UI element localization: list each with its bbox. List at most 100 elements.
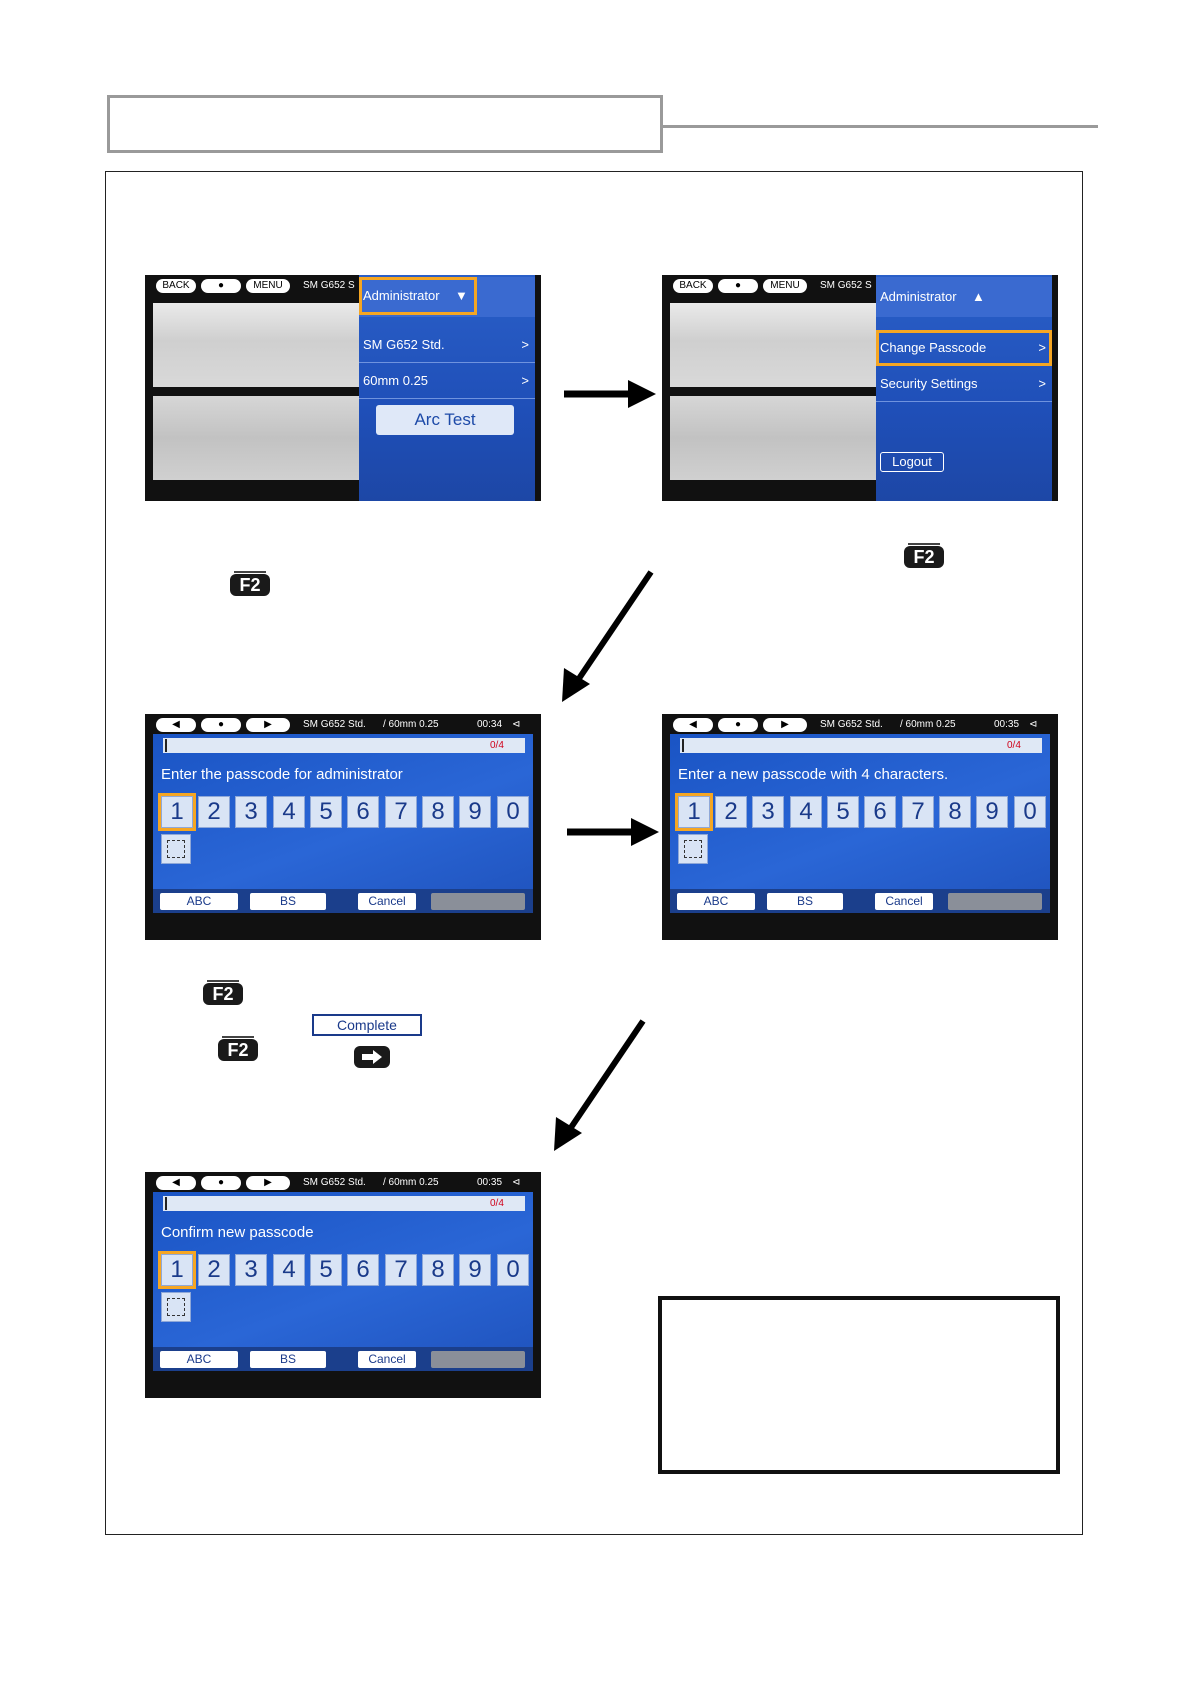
passcode-input[interactable]: [680, 738, 1042, 753]
key-4[interactable]: 4: [790, 796, 822, 828]
menu-panel: Administrator ▼ SM G652 Std. > 60mm 0.25…: [359, 275, 535, 501]
key-8[interactable]: 8: [422, 1254, 454, 1286]
chevron-right-icon: >: [1038, 376, 1046, 391]
battery-icon: ⊲: [1029, 719, 1038, 730]
key-6[interactable]: 6: [347, 796, 379, 828]
screen-enter-passcode: ◀ ● ▶ SM G652 Std. / 60mm 0.25 00:34 ⊲ 0…: [145, 714, 541, 940]
left-arrow-button[interactable]: ◀: [673, 718, 713, 732]
key-1[interactable]: 1: [675, 793, 713, 831]
right-arrow-button[interactable]: ▶: [763, 718, 807, 732]
right-arrow-button[interactable]: ▶: [246, 718, 290, 732]
administrator-dropdown[interactable]: Administrator ▲: [876, 277, 1052, 317]
bs-button[interactable]: BS: [250, 1351, 326, 1368]
key-9[interactable]: 9: [976, 796, 1008, 828]
menu-item-splice[interactable]: 60mm 0.25 >: [359, 363, 535, 399]
key-2[interactable]: 2: [198, 1254, 230, 1286]
cancel-button[interactable]: Cancel: [358, 1351, 416, 1368]
key-2[interactable]: 2: [198, 796, 230, 828]
f2-key-icon: F2: [230, 571, 270, 596]
right-arrow-button[interactable]: ▶: [246, 1176, 290, 1190]
confirm-button-disabled: [431, 1351, 525, 1368]
back-button[interactable]: BACK: [673, 279, 713, 293]
abc-button[interactable]: ABC: [160, 893, 238, 910]
key-0[interactable]: 0: [497, 796, 529, 828]
key-6[interactable]: 6: [864, 796, 896, 828]
menu-button[interactable]: MENU: [246, 279, 290, 293]
key-7[interactable]: 7: [385, 1254, 417, 1286]
administrator-label: Administrator: [363, 288, 440, 303]
passcode-input[interactable]: [163, 738, 525, 753]
administrator-label: Administrator: [880, 289, 957, 304]
key-1[interactable]: 1: [158, 1251, 196, 1289]
char-counter: 0/4: [490, 1198, 504, 1209]
key-6[interactable]: 6: [347, 1254, 379, 1286]
screen-admin-menu-open: BACK ● MENU SM G652 S Administrator ▲ Ch…: [662, 275, 1058, 501]
menu-button[interactable]: MENU: [763, 279, 807, 293]
status-profile: SM G652 Std.: [303, 1177, 366, 1188]
header-rule: [663, 125, 1098, 128]
abc-button[interactable]: ABC: [677, 893, 755, 910]
passcode-input[interactable]: [163, 1196, 525, 1211]
menu-item-security-settings[interactable]: Security Settings >: [876, 366, 1052, 402]
chevron-right-icon: >: [521, 373, 529, 388]
bs-button[interactable]: BS: [250, 893, 326, 910]
status-title: SM G652 S: [303, 280, 355, 291]
cancel-button[interactable]: Cancel: [875, 893, 933, 910]
menu-item-change-passcode[interactable]: Change Passcode >: [876, 330, 1052, 366]
logout-button[interactable]: Logout: [880, 452, 944, 472]
status-splice: / 60mm 0.25: [383, 719, 439, 730]
key-9[interactable]: 9: [459, 1254, 491, 1286]
abc-button[interactable]: ABC: [160, 1351, 238, 1368]
key-4[interactable]: 4: [273, 796, 305, 828]
fiber-image-y: [670, 396, 876, 480]
screen-confirm-passcode: ◀ ● ▶ SM G652 Std. / 60mm 0.25 00:35 ⊲ 0…: [145, 1172, 541, 1398]
key-5[interactable]: 5: [310, 796, 342, 828]
key-3[interactable]: 3: [235, 796, 267, 828]
record-button[interactable]: ●: [201, 718, 241, 732]
key-8[interactable]: 8: [422, 796, 454, 828]
menu-item-label: 60mm 0.25: [363, 373, 429, 388]
space-icon: [167, 1298, 185, 1316]
left-arrow-button[interactable]: ◀: [156, 718, 196, 732]
space-key[interactable]: [678, 834, 708, 864]
key-4[interactable]: 4: [273, 1254, 305, 1286]
section-title-box: [107, 95, 663, 153]
cancel-button[interactable]: Cancel: [358, 893, 416, 910]
space-key[interactable]: [161, 1292, 191, 1322]
left-arrow-button[interactable]: ◀: [156, 1176, 196, 1190]
key-9[interactable]: 9: [459, 796, 491, 828]
chevron-up-icon: ▲: [972, 289, 985, 304]
menu-header: [359, 277, 535, 317]
key-2[interactable]: 2: [715, 796, 747, 828]
space-key[interactable]: [161, 834, 191, 864]
key-8[interactable]: 8: [939, 796, 971, 828]
administrator-dropdown[interactable]: Administrator ▼: [359, 277, 477, 315]
record-button[interactable]: ●: [718, 718, 758, 732]
arc-test-button[interactable]: Arc Test: [376, 405, 514, 435]
key-3[interactable]: 3: [752, 796, 784, 828]
key-5[interactable]: 5: [310, 1254, 342, 1286]
menu-panel: Administrator ▲ Change Passcode > Securi…: [876, 275, 1052, 501]
arrow-right-icon: [564, 380, 656, 408]
key-3[interactable]: 3: [235, 1254, 267, 1286]
chevron-right-icon: >: [521, 337, 529, 352]
key-7[interactable]: 7: [385, 796, 417, 828]
text-caret: [682, 739, 684, 752]
key-0[interactable]: 0: [497, 1254, 529, 1286]
key-1[interactable]: 1: [158, 793, 196, 831]
key-0[interactable]: 0: [1014, 796, 1046, 828]
back-button[interactable]: BACK: [156, 279, 196, 293]
confirm-button-disabled: [431, 893, 525, 910]
space-icon: [684, 840, 702, 858]
key-7[interactable]: 7: [902, 796, 934, 828]
key-5[interactable]: 5: [827, 796, 859, 828]
record-button[interactable]: ●: [718, 279, 758, 293]
status-title: SM G652 S: [820, 280, 872, 291]
f2-key-icon: F2: [904, 543, 944, 568]
menu-item-label: Security Settings: [880, 376, 978, 391]
record-button[interactable]: ●: [201, 279, 241, 293]
bs-button[interactable]: BS: [767, 893, 843, 910]
menu-item-profile[interactable]: SM G652 Std. >: [359, 327, 535, 363]
complete-button: Complete: [312, 1014, 422, 1036]
record-button[interactable]: ●: [201, 1176, 241, 1190]
